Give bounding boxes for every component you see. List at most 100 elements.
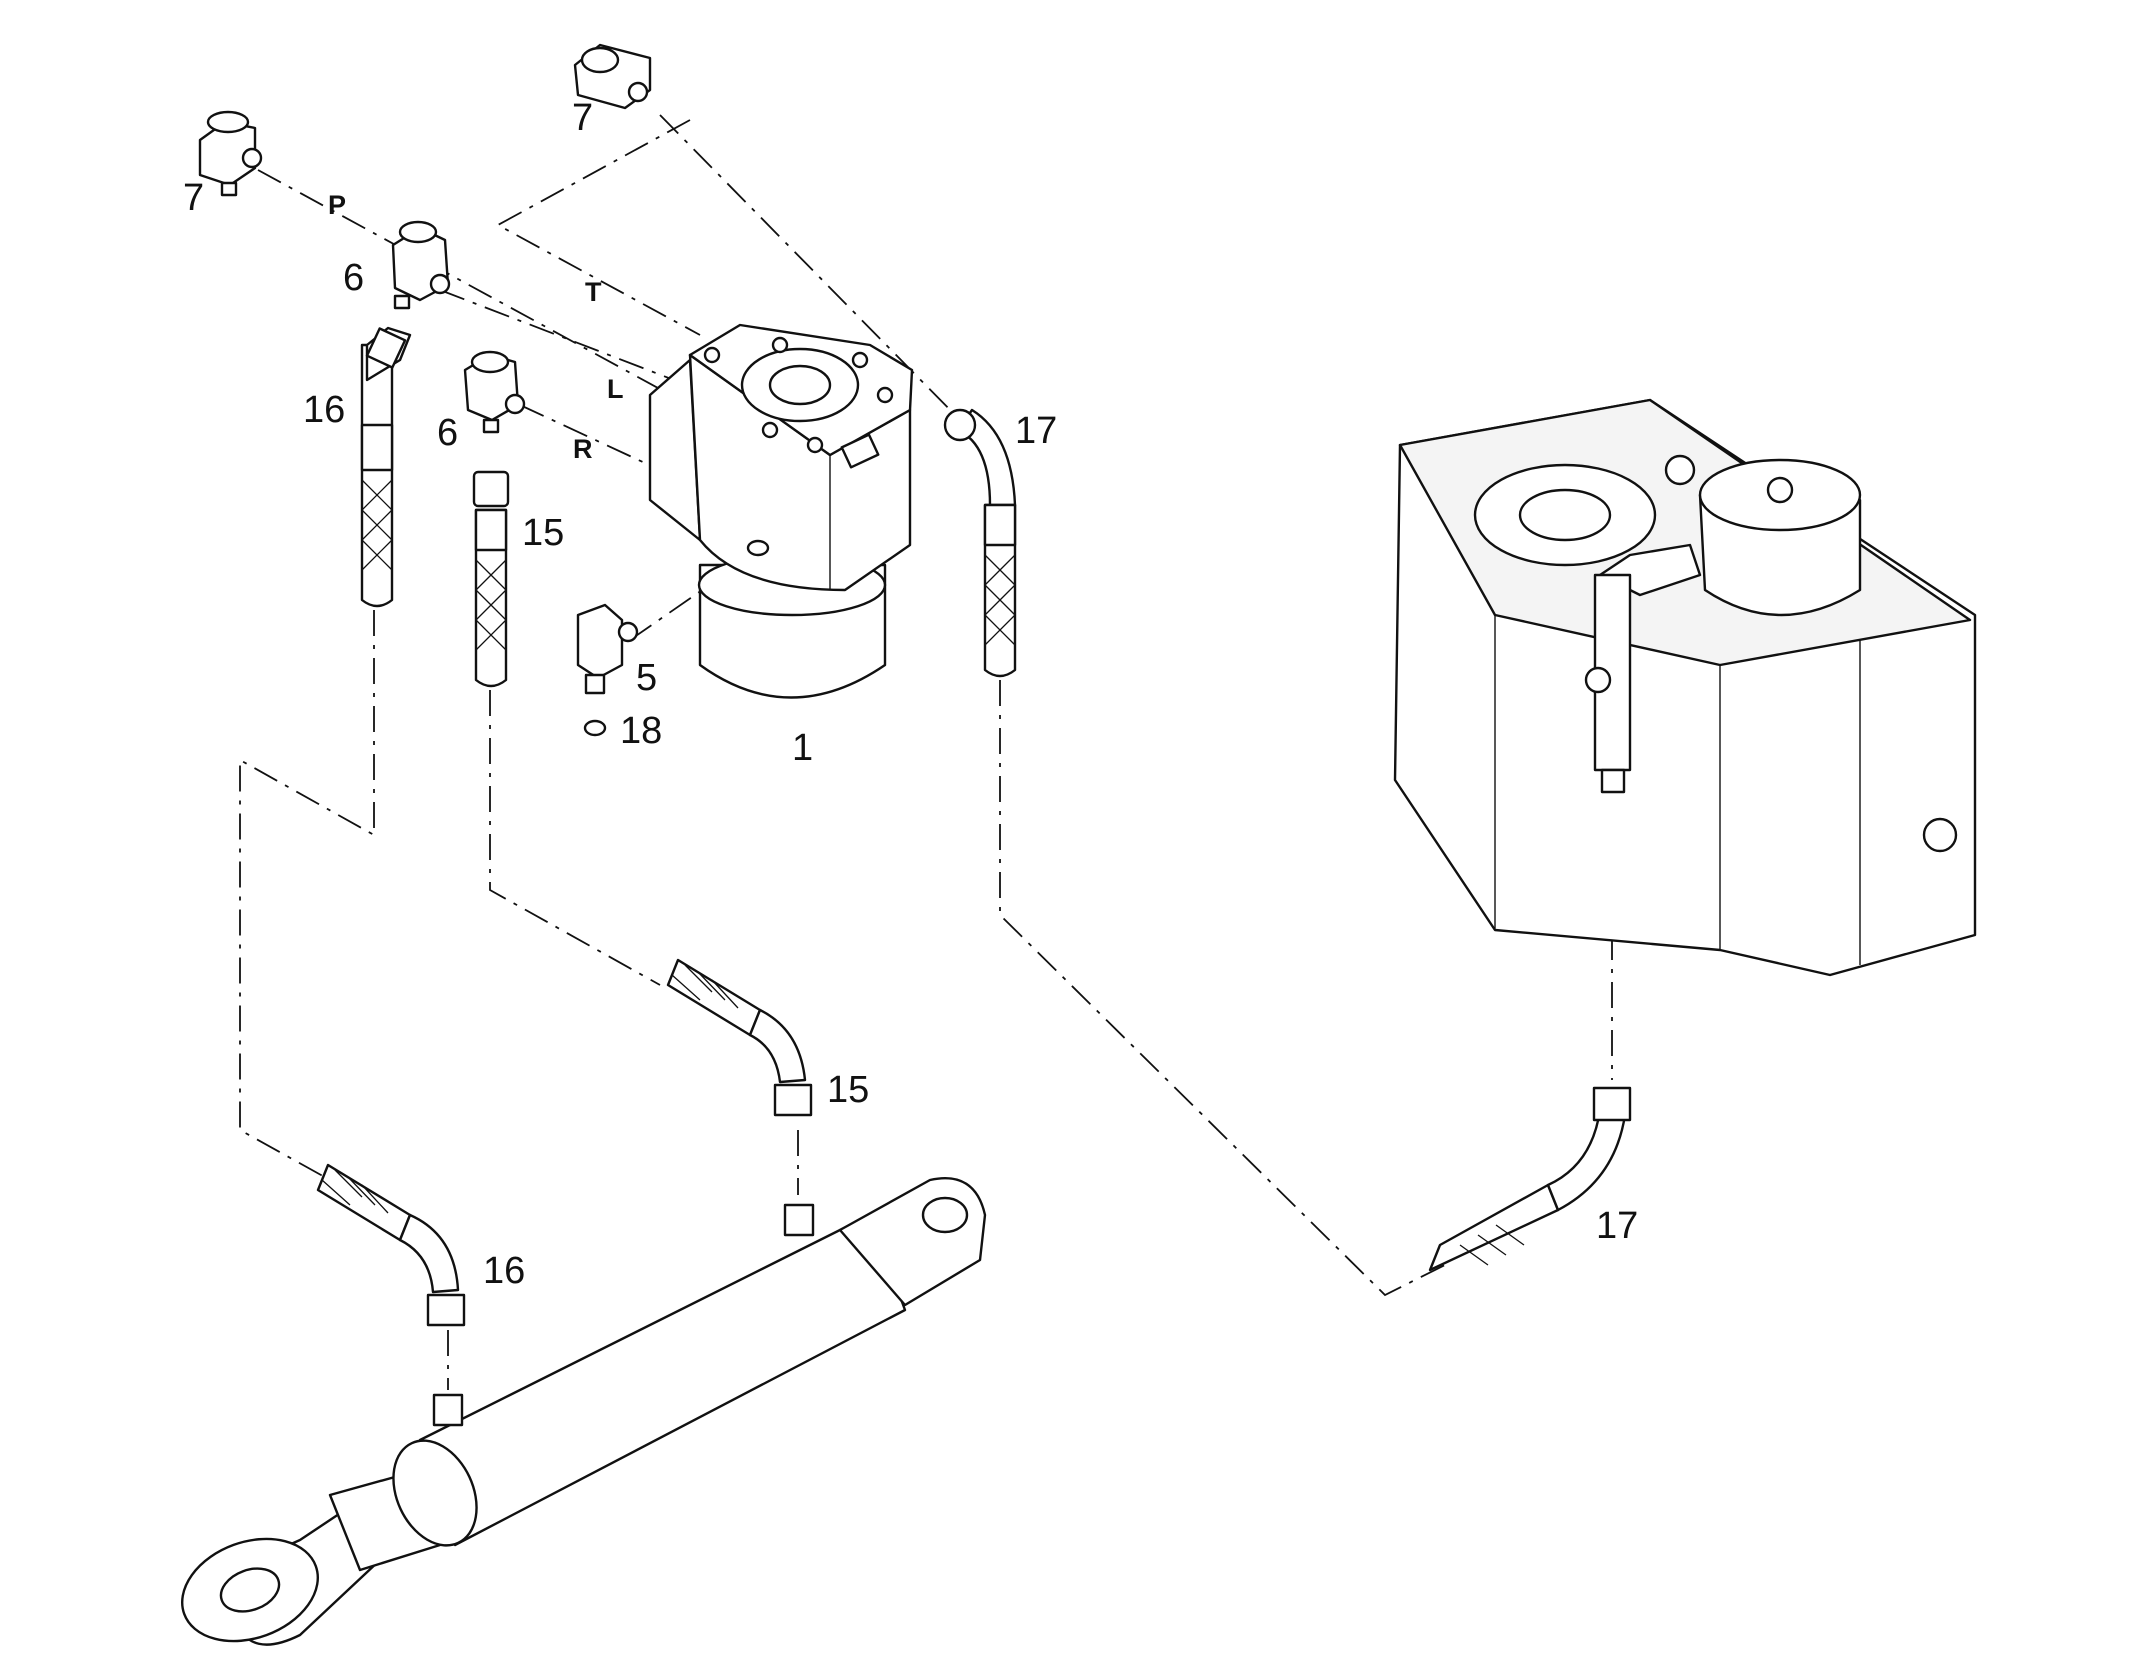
fitting-spigot: [504, 393, 526, 415]
steering-unit-spline: [768, 364, 832, 406]
cylinder-port-fitting-right: [783, 1203, 815, 1237]
hose-15-lower: [666, 958, 813, 1117]
callout-15-upper: 15: [522, 512, 564, 554]
fitting-nut: [470, 350, 510, 374]
bolt: [851, 351, 869, 369]
hose-ferrule: [360, 423, 394, 472]
cylinder-head-hole: [921, 1196, 969, 1234]
hose-braid: [361, 479, 393, 571]
callout-6-lower: 6: [437, 412, 458, 454]
hose-nut: [472, 470, 510, 508]
callout-16-lower: 16: [483, 1250, 525, 1292]
hose-braid: [321, 1169, 389, 1214]
port-labels: P T L R: [328, 190, 624, 464]
line-17: [999, 680, 1446, 1297]
washer-18: [583, 719, 607, 737]
hose-ferrule: [983, 503, 1017, 547]
hose-nut: [365, 327, 407, 369]
hose-nut: [943, 408, 977, 442]
cylinder-end-cap: [392, 1439, 478, 1547]
fitting-7-top: [573, 43, 652, 110]
line-r: [519, 404, 661, 471]
hose-17-lower: [1428, 1086, 1632, 1272]
callouts: 7 7 6 6 16 15 17 5 18 1 15 16 17: [183, 97, 1638, 1292]
valve-side-port: [617, 621, 639, 643]
line-p: [257, 169, 681, 401]
hose-16-lower: [316, 1163, 466, 1327]
fitting-spigot: [241, 147, 263, 169]
hose-braid: [475, 559, 507, 651]
fitting-nut: [398, 220, 438, 244]
callout-1: 1: [792, 727, 813, 769]
callout-7-left: 7: [183, 177, 204, 219]
tank-side-plug: [1922, 817, 1958, 853]
hose-16-upper: [360, 326, 412, 608]
hose-17-upper: [943, 408, 1017, 678]
hose-elbow: [398, 1213, 460, 1294]
hose-body: [666, 958, 762, 1037]
fitting-nut: [580, 46, 620, 74]
tank-filter-bolt: [1766, 476, 1794, 504]
callout-16-upper: 16: [303, 389, 345, 431]
fitting-stub: [482, 418, 500, 434]
valve-tip: [584, 673, 606, 695]
fitting-spigot: [627, 81, 649, 103]
fitting-stub: [393, 294, 411, 310]
steering-unit-housing: [688, 353, 912, 592]
bolt: [806, 436, 824, 454]
port-r-label: R: [573, 434, 593, 464]
port-t-label: T: [585, 277, 602, 307]
hose-body: [316, 1163, 412, 1242]
hose-body: [983, 503, 1017, 678]
bolt: [703, 346, 721, 364]
callout-15-lower: 15: [827, 1069, 869, 1111]
line-16: [239, 610, 375, 1181]
bolt: [761, 421, 779, 439]
tank-filler-opening: [1518, 488, 1612, 542]
fitting-spigot: [429, 273, 451, 295]
cylinder-port-fitting-left: [432, 1393, 464, 1427]
hose-ferrule: [474, 508, 508, 552]
hose-braid: [1459, 1224, 1525, 1266]
check-valve-5: [576, 603, 639, 737]
fitting-6-lower: [463, 350, 526, 434]
bolt: [771, 336, 789, 354]
hose-body: [360, 343, 394, 608]
callout-6-upper: 6: [343, 257, 364, 299]
line-t: [496, 119, 701, 336]
hose-braid: [984, 554, 1016, 646]
callout-5: 5: [636, 657, 657, 699]
tank-return-pipe: [1593, 573, 1632, 772]
hose-15-upper: [472, 470, 510, 688]
hose-body: [1428, 1183, 1560, 1272]
hydraulic-tank: [1393, 398, 1977, 977]
hose-nut: [773, 1083, 813, 1117]
tank-plug: [1664, 454, 1696, 486]
fitting-stub: [220, 181, 238, 197]
callout-17-upper: 17: [1015, 410, 1057, 452]
hose-elbow: [748, 1008, 807, 1084]
fitting-6-upper: [391, 220, 451, 310]
hose-nut: [426, 1293, 466, 1327]
hose-elbow: [1546, 1108, 1627, 1212]
callout-7-top: 7: [572, 97, 593, 139]
fitting-7-left: [198, 110, 263, 197]
tank-tee-branch: [1584, 666, 1612, 694]
tank-edges: [1494, 615, 1861, 965]
hose-nut: [1592, 1086, 1632, 1122]
line-15: [489, 690, 661, 986]
valve-body: [576, 603, 624, 680]
fitting-nut: [206, 110, 250, 134]
steering-unit-label-plate: [840, 433, 880, 469]
callout-17-lower: 17: [1596, 1205, 1638, 1247]
bolt: [876, 386, 894, 404]
hydraulic-cylinder: [181, 1177, 987, 1646]
steering-unit-port-hole: [746, 539, 770, 557]
hose-braid: [671, 964, 739, 1009]
rod-eye-hole: [219, 1567, 281, 1613]
steering-unit-1: [648, 323, 914, 699]
callout-18: 18: [620, 710, 662, 752]
tank-pipe-end: [1600, 768, 1626, 794]
